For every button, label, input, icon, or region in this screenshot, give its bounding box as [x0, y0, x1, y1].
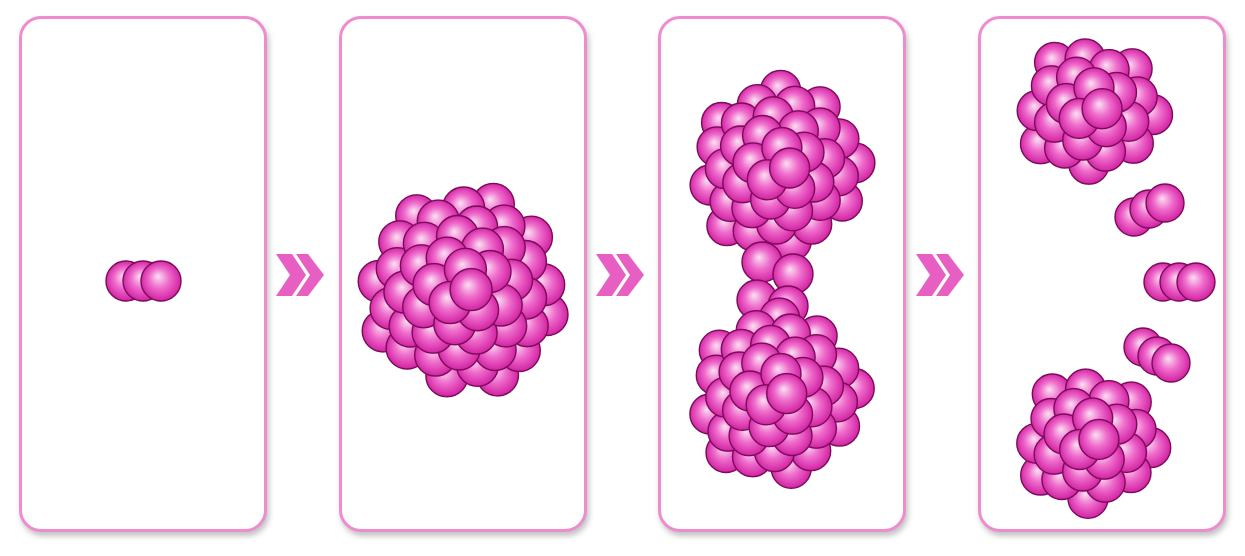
neutron	[1151, 343, 1191, 383]
nucleon	[766, 372, 808, 415]
double-chevron-right-icon	[276, 254, 324, 296]
neutron	[1145, 183, 1185, 223]
neutron	[140, 260, 182, 302]
nucleon	[768, 147, 811, 189]
nucleon	[1078, 418, 1120, 461]
double-chevron-right-icon	[596, 254, 644, 296]
nucleon	[449, 267, 493, 312]
nucleon	[1081, 87, 1123, 130]
neutron	[1176, 262, 1216, 302]
double-chevron-right-icon	[916, 254, 964, 296]
